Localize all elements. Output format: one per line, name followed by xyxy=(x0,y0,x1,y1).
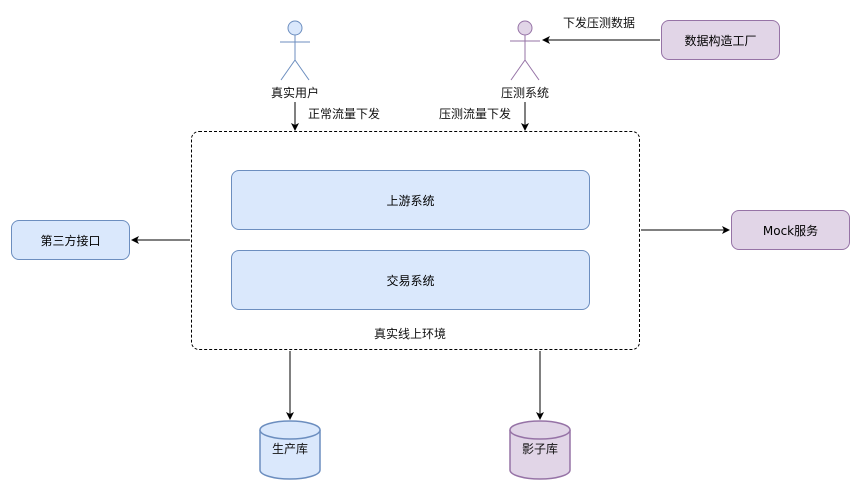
upstream-system-node[interactable]: 上游系统 xyxy=(231,170,590,230)
prod-db-cylinder-icon xyxy=(259,420,321,480)
mock-service-node[interactable]: Mock服务 xyxy=(731,210,850,250)
real-user-actor-icon xyxy=(280,20,310,81)
environment-container[interactable] xyxy=(191,131,640,350)
third-party-node[interactable]: 第三方接口 xyxy=(11,220,130,260)
trading-system-node[interactable]: 交易系统 xyxy=(231,250,590,310)
real-user-label: 真实用户 xyxy=(271,86,320,100)
shadow-db-label: 影子库 xyxy=(522,442,559,456)
normal-traffic-label: 正常流量下发 xyxy=(308,107,381,121)
environment-label: 真实线上环境 xyxy=(374,327,447,341)
stress-traffic-label: 压测流量下发 xyxy=(439,107,512,121)
shadow-db-cylinder-icon xyxy=(509,420,571,480)
data-factory-node[interactable]: 数据构造工厂 xyxy=(661,20,780,60)
stress-data-label: 下发压测数据 xyxy=(563,16,636,30)
stress-system-actor-icon xyxy=(510,20,540,81)
stress-system-label: 压测系统 xyxy=(501,86,550,100)
prod-db-label: 生产库 xyxy=(272,442,309,456)
